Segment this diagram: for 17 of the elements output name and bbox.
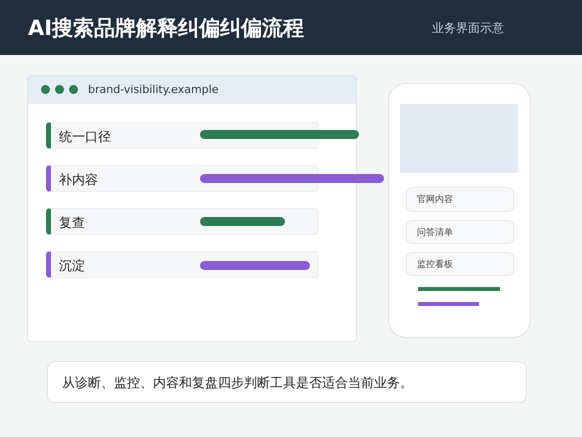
step-label: 统一口径	[59, 129, 111, 146]
menu-item	[406, 220, 514, 244]
menu-label: 问答清单	[417, 226, 453, 239]
subtitle: 业务界面示意	[432, 20, 504, 37]
step-row	[46, 251, 319, 278]
menu-item	[406, 252, 514, 276]
menu-label: 官网内容	[417, 194, 453, 206]
step-label: 沉淀	[59, 258, 85, 275]
menu-label: 监控看板	[417, 258, 453, 271]
step-label: 复查	[59, 215, 85, 232]
menu-item	[406, 187, 514, 212]
caption-text: 从诊断、监控、内容和复盘四步判断工具是否适合当前业务。	[62, 375, 413, 392]
step-label: 补内容	[59, 172, 98, 189]
url-text: brand-visibility.example	[88, 83, 218, 96]
step-row	[46, 208, 319, 235]
caption-box	[47, 361, 527, 403]
title: AI搜索品牌解释纠偏纠偏流程	[28, 15, 304, 42]
